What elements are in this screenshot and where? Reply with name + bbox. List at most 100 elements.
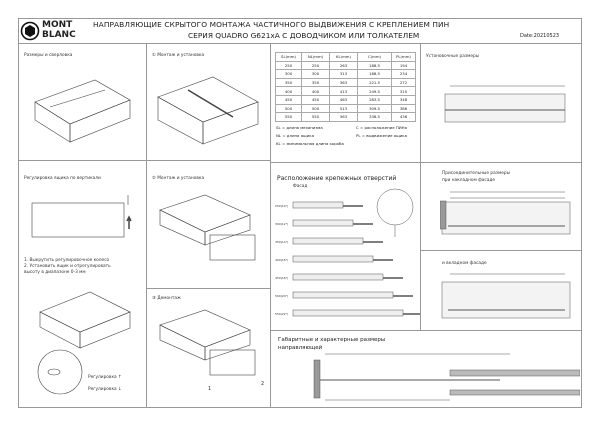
legend-pl: PL = выдвижение ящика [356, 133, 407, 138]
hole-row-label: 400(16") [275, 258, 288, 262]
table-cell: 436 [391, 112, 416, 122]
rail-mark [292, 201, 344, 209]
table-cell: 249.5 [357, 86, 392, 96]
table-cell: 463 [329, 94, 358, 105]
title-line2: СЕРИЯ QUADRO G621xA С ДОВОДЧИКОМ ИЛИ ТОЛ… [188, 31, 420, 40]
table-cell: 350 [301, 77, 330, 88]
column-header: NL(mm) [301, 52, 330, 62]
connect-drawing [440, 191, 571, 235]
table-cell: 310 [391, 86, 416, 96]
table-cell: 450 [275, 94, 302, 105]
section-connect-2: при накладном фасаде [442, 178, 496, 183]
table-cell: 500 [275, 103, 302, 114]
table-cell: 348 [391, 94, 416, 105]
mount1-drawing [157, 76, 259, 145]
mount2-drawing [159, 194, 256, 261]
inset-drawing [441, 273, 571, 319]
install-drawing [444, 85, 566, 123]
section-mount1: ① Монтаж и установка [152, 53, 205, 58]
date: Date:20210523 [520, 33, 560, 39]
page-frame [18, 18, 582, 408]
brand-line2: BLANC [42, 30, 76, 40]
hole-row-label: 550(22") [275, 312, 288, 316]
hole-detail [376, 188, 414, 237]
hole-row-label: 350(14") [275, 240, 288, 244]
legend-sl: SL = длина механизма [276, 125, 323, 130]
header-divider [18, 43, 582, 44]
title-line1: НАПРАВЛЯЮЩИЕ СКРЫТОГО МОНТАЖА ЧАСТИЧНОГО… [93, 20, 450, 29]
divider [420, 43, 421, 330]
instruction-2: 2. Установить ящик и отрегулировать [24, 264, 111, 269]
column-header: KL(mm) [329, 52, 358, 62]
step-2: 2 [261, 381, 265, 387]
table-cell: 400 [275, 86, 302, 96]
table-cell: 283.5 [357, 94, 392, 105]
drill-drawing [34, 79, 131, 143]
table-cell: 400 [301, 86, 330, 96]
hole-row-label: 450(18") [275, 276, 288, 280]
column-header: C(mm) [357, 52, 392, 62]
table-cell: 550 [301, 112, 330, 122]
section-dimensions: Размеры и сверловка [24, 53, 73, 58]
section-mount2: ② Монтаж и установка [152, 176, 205, 181]
table-cell: 350 [275, 77, 302, 88]
section-dismount: ③ Демонтаж [152, 296, 181, 301]
table-cell: 221.5 [357, 77, 392, 88]
holes-drawing: 250(10") 300(12") 350(14") 400(16") 450(18")… [275, 201, 420, 317]
divider [270, 162, 582, 163]
divider [420, 250, 582, 251]
hole-row-label: 300(12") [275, 222, 288, 226]
table-cell: 513 [329, 103, 358, 114]
rail-mark [292, 255, 374, 263]
table-cell: 500 [301, 103, 330, 114]
section-overall-1: Габаритные и характерные размеры [278, 337, 386, 343]
vertical-drawing [31, 195, 132, 238]
table-cell: 300 [275, 69, 302, 79]
logo-icon [20, 21, 40, 41]
table-cell: 300 [301, 69, 330, 79]
table-cell: 313 [329, 69, 358, 79]
table-cell: 250 [301, 60, 330, 71]
rail-mark [292, 237, 364, 245]
table-cell: 413 [329, 86, 358, 96]
table-cell: 188.5 [357, 69, 392, 79]
facade-label: Фасад [293, 184, 308, 189]
step-1: 1 [208, 386, 212, 392]
hole-row-label: 500(20") [275, 294, 288, 298]
column-header: PL(mm) [391, 52, 416, 62]
legend-c: C = расположение ПИНа [356, 125, 407, 130]
brand-line1: MONT [42, 20, 73, 30]
rail-mark [292, 309, 404, 317]
table-cell: 550 [275, 112, 302, 122]
instruction-3: высоту в диапазоне 0-3 мм [24, 270, 86, 275]
table-cell: 563 [329, 112, 358, 122]
table-cell: 250 [275, 60, 302, 71]
rail-mark [292, 273, 384, 281]
adjust-drawing [37, 291, 131, 395]
table-cell: 338.5 [357, 112, 392, 122]
dismount-drawing [159, 309, 256, 376]
section-holes: Расположение крепежных отверстий [277, 175, 397, 182]
legend-kl: KL = минимальная длина короба [276, 141, 344, 146]
table-cell: 363 [329, 77, 358, 88]
table-cell: 234 [391, 69, 416, 79]
hole-row-label: 250(10") [275, 204, 288, 208]
legend-nl: NL = длина ящика [276, 133, 314, 138]
adjust-up: Регулировка ↑ [88, 375, 122, 380]
divider [146, 43, 147, 408]
adjust-down: Регулировка ↓ [88, 387, 122, 392]
overall-drawing [313, 353, 580, 401]
section-inset: и вкладном фасаде [442, 261, 487, 266]
instruction-1: 1. Выкрутить регулировочное колесо [24, 258, 110, 263]
divider [18, 160, 270, 161]
rail-mark [292, 219, 354, 227]
table-cell: 450 [301, 94, 330, 105]
divider [270, 43, 271, 408]
section-connect-1: Присоединительные размеры [442, 171, 511, 176]
